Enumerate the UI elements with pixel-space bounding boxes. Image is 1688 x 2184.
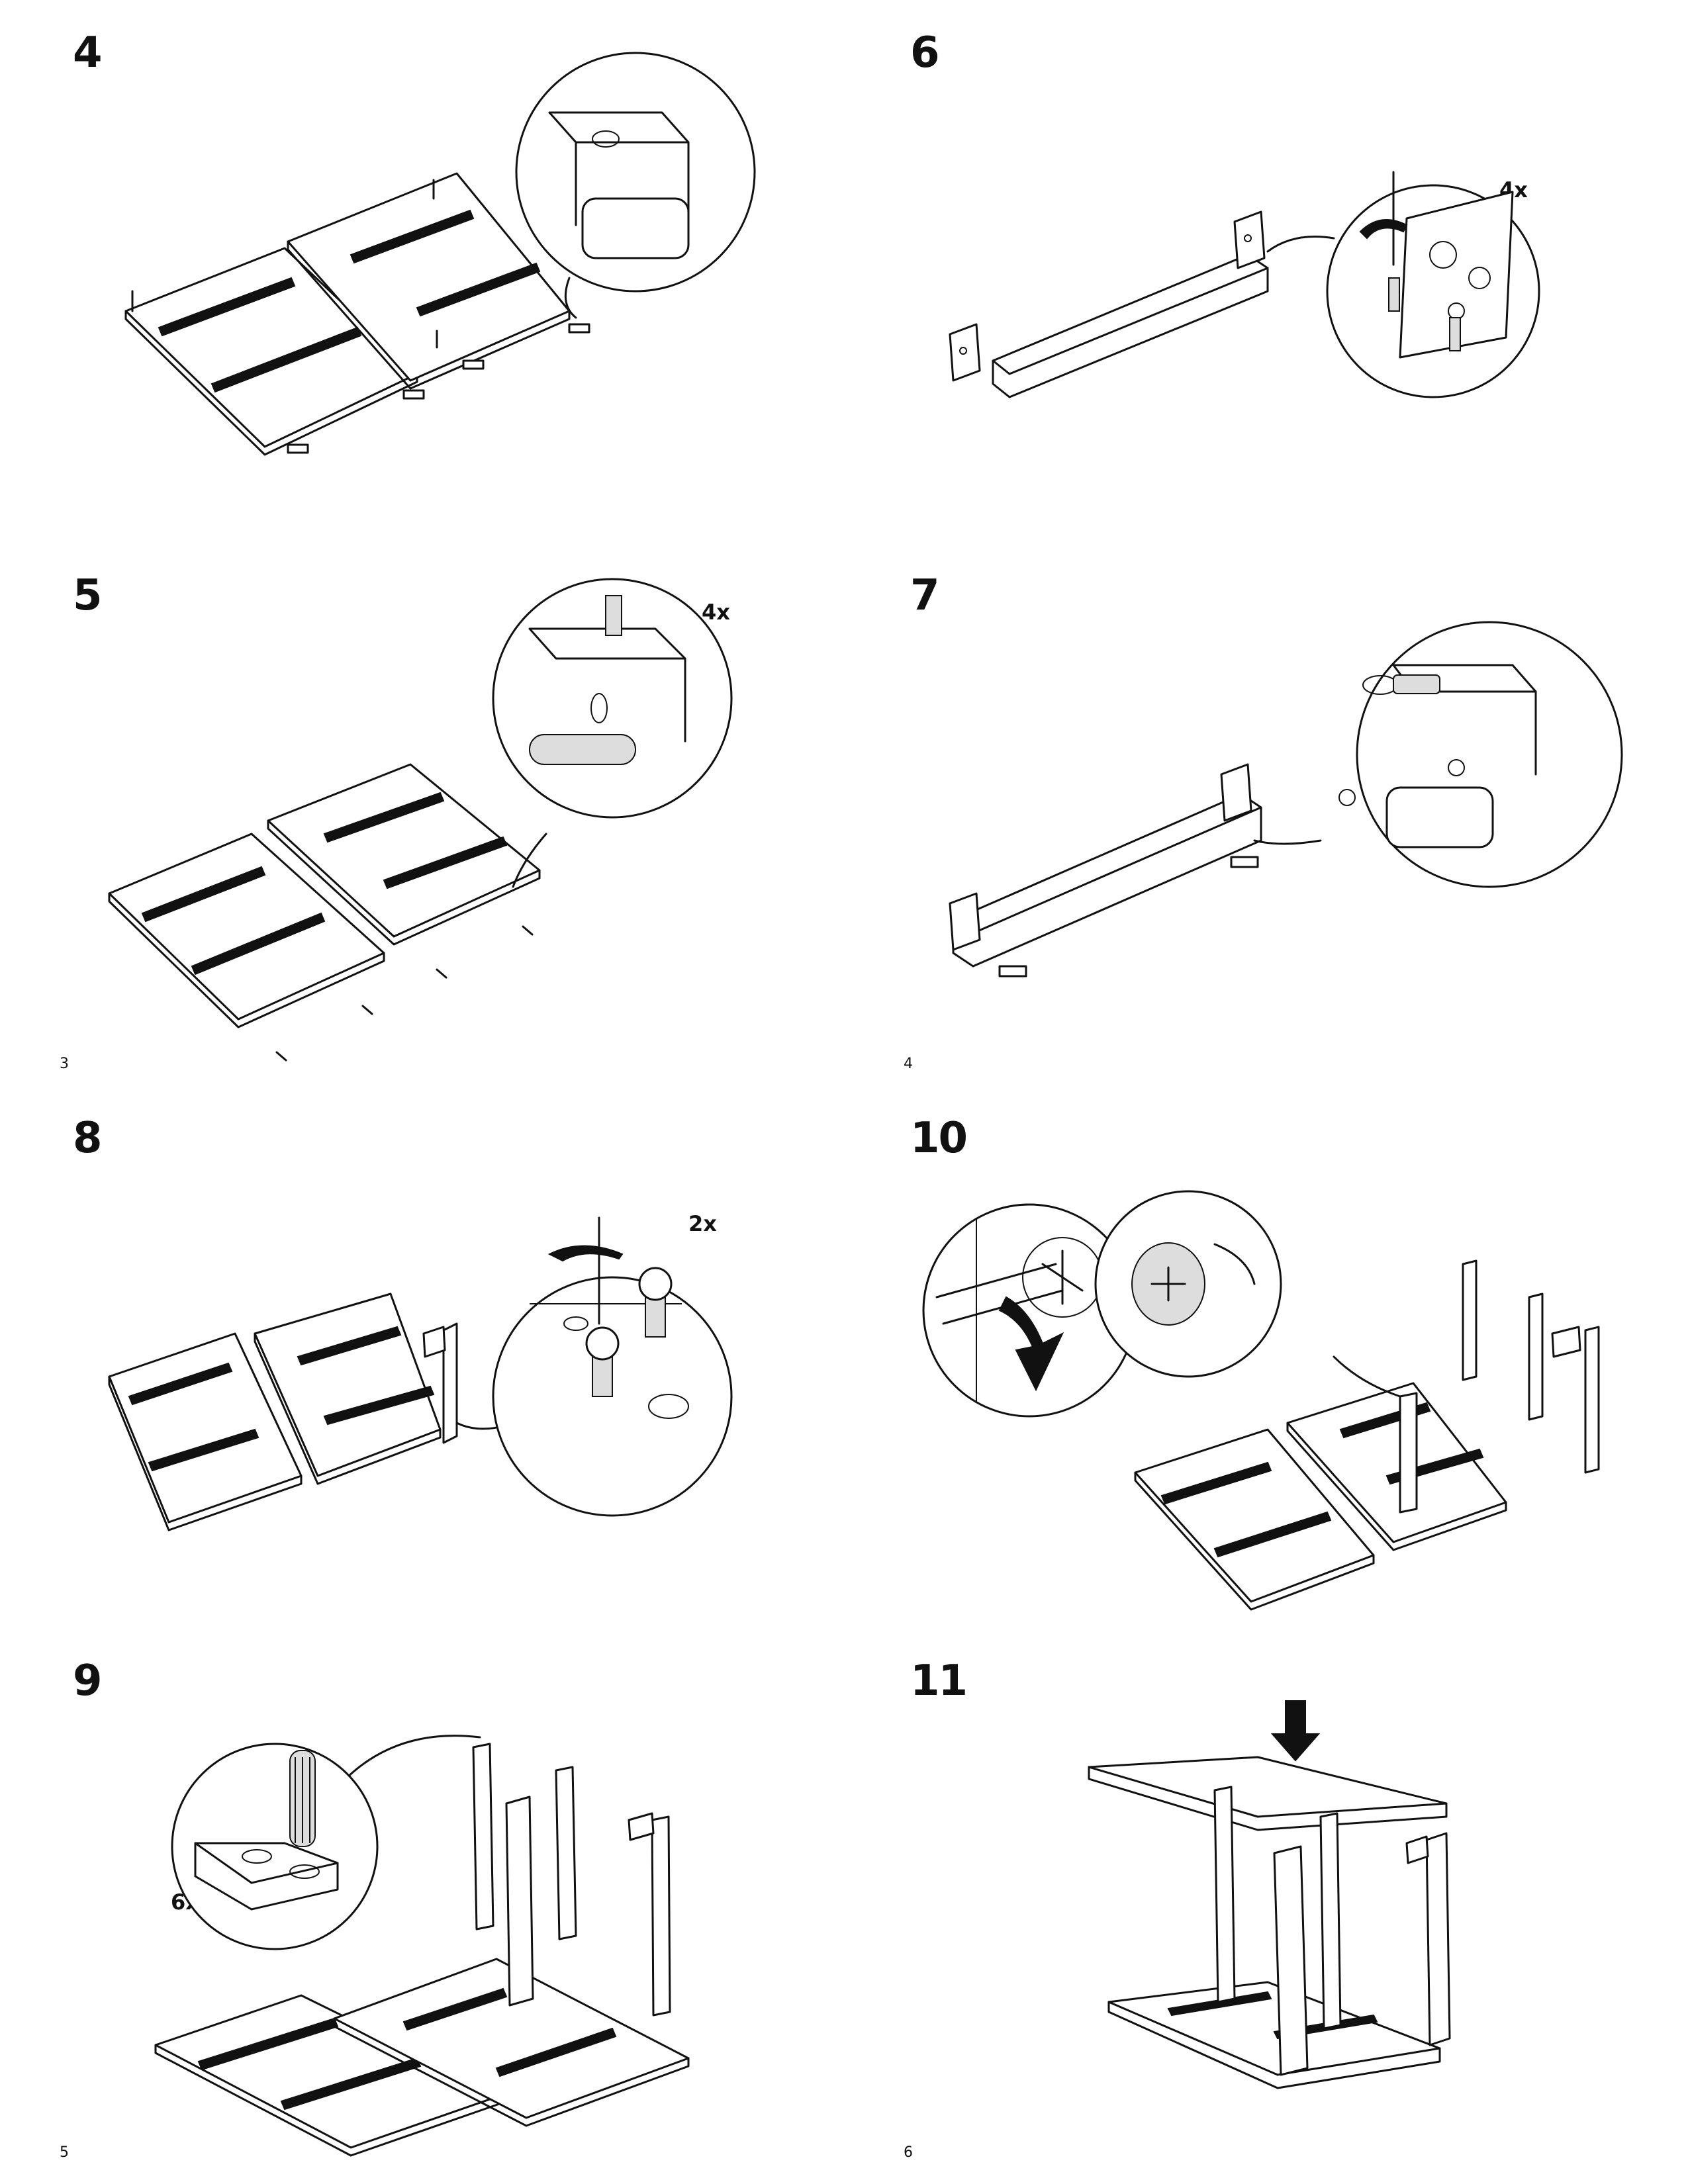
magnifier-circle-icon [492, 1216, 733, 1517]
step-11: 11 [844, 1628, 1688, 2171]
step-5: 5 4x [0, 543, 844, 1085]
wooden-dowel-icon [171, 1743, 379, 1950]
quantity-label: 4x [702, 600, 730, 625]
step-10: 10 3x [844, 1085, 1688, 1628]
down-arrow-icon [1270, 1700, 1321, 1762]
step-number: 10 [910, 1114, 968, 1163]
magnifier-circle-icon [1338, 621, 1623, 888]
quantity-label: 2x [688, 1211, 717, 1236]
step-8: 8 2x [0, 1085, 844, 1628]
step-number: 5 [73, 571, 103, 620]
step-6: 6 4x [844, 0, 1688, 543]
step-number: 6 [910, 28, 940, 77]
rail-panel-icon [108, 763, 541, 1062]
page-number: 3 [60, 1056, 69, 1072]
magnifier-circle-icon [515, 52, 756, 319]
page-number: 6 [904, 2144, 913, 2161]
page-number: 5 [60, 2144, 69, 2161]
step-number: 8 [73, 1114, 103, 1163]
beam-with-brackets-icon [949, 210, 1335, 398]
step-number: 7 [910, 571, 940, 620]
magnifier-circle-icon [492, 578, 733, 888]
cabinet-frame-icon [154, 1735, 690, 2157]
rail-panel-icon [108, 1293, 524, 1531]
beam-with-brackets-icon [949, 763, 1322, 978]
step-4: 4 4x [0, 0, 844, 543]
step-9: 9 6x [0, 1628, 844, 2171]
page-number: 4 [904, 1056, 913, 1072]
cam-lock-icon [922, 1190, 1282, 1418]
cabinet-frame-icon [1134, 1259, 1600, 1611]
magnifier-circle-icon [1326, 171, 1540, 398]
cabinet-frame-icon [1088, 1756, 1451, 2089]
step-number: 9 [73, 1657, 103, 1706]
step-number: 4 [73, 28, 103, 77]
rail-panel-icon [124, 172, 590, 456]
step-number: 11 [910, 1657, 968, 1706]
step-7: 7 2x [844, 543, 1688, 1085]
